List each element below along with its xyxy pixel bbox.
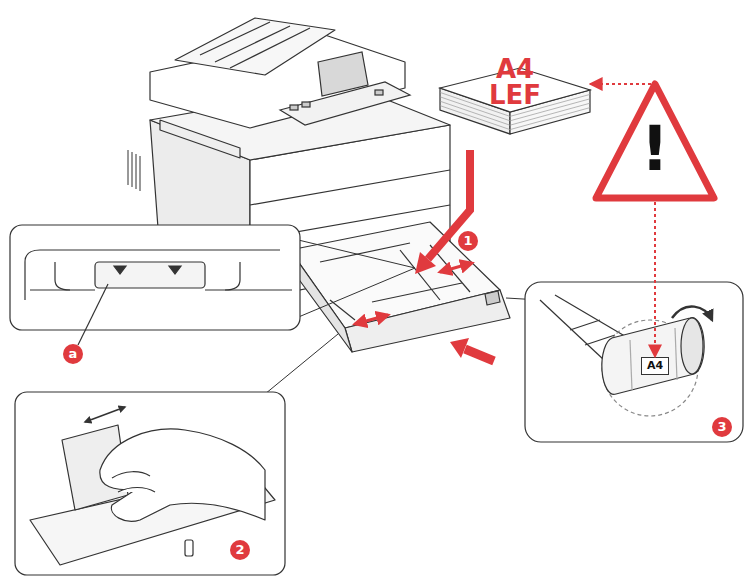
inset-a-part — [169, 266, 181, 274]
inset-3-part — [630, 340, 632, 390]
control-panel-part — [375, 90, 383, 95]
insert-arrow — [415, 150, 470, 274]
inset-2-part — [15, 392, 285, 575]
inset-2-part — [118, 488, 155, 493]
inset-a — [10, 225, 300, 345]
paper-tray — [290, 222, 510, 352]
callout-number: 3 — [712, 417, 732, 437]
paper-sheet-line — [440, 106, 590, 130]
paper-tray-part — [320, 243, 410, 262]
printer-body-part — [140, 156, 141, 191]
inset-a-part — [225, 262, 240, 290]
dial-window — [642, 358, 669, 375]
inset-2 — [15, 392, 285, 575]
callout-number: a — [63, 344, 83, 364]
paper-tray-part — [330, 300, 355, 320]
inset-2-part — [112, 472, 150, 478]
paper-tray-part — [345, 290, 510, 352]
push-arrow-part — [450, 338, 469, 358]
paper-tray-part — [372, 283, 462, 302]
scanner-unit-part — [200, 22, 270, 55]
node-text: A4 LEF — [475, 56, 555, 108]
callout-number: 1 — [458, 231, 478, 251]
inset-3-part — [570, 320, 600, 330]
node-text: A4 — [641, 360, 669, 371]
guide-arrows — [355, 263, 472, 324]
callout-number: 2 — [230, 540, 250, 560]
inset-2-part — [85, 407, 125, 422]
inset-3-part — [675, 328, 677, 380]
paper-tray-part — [485, 291, 500, 305]
inset-2-part — [185, 540, 193, 556]
inset-3-part — [672, 306, 712, 320]
inset-a-part — [114, 266, 126, 274]
dotted-arrow — [590, 83, 651, 85]
scanner-unit-part — [160, 120, 240, 158]
warning-triangle — [596, 84, 714, 198]
scanner-unit-part — [230, 28, 310, 68]
push-arrow-part — [465, 349, 494, 361]
dotted-arrow — [654, 202, 656, 357]
insert-arrow-part — [415, 252, 436, 274]
printer-body-part — [250, 170, 450, 205]
inset-a-part — [95, 262, 205, 288]
scanner-unit-part — [175, 18, 335, 75]
paper-stack: A4 LEF — [440, 50, 590, 145]
guide-arrows-part — [355, 315, 388, 324]
inset-3-part — [681, 318, 703, 374]
inset-3 — [525, 282, 743, 442]
dial-window-box: A4 — [641, 357, 669, 375]
node-text: ! — [625, 118, 685, 180]
inset-a-part — [78, 284, 108, 345]
control-panel — [280, 52, 410, 125]
guide-arrows-part — [440, 263, 472, 272]
inset-2-part — [100, 429, 265, 521]
push-arrow — [450, 338, 494, 361]
control-panel-part — [290, 105, 298, 110]
inset-a-part — [205, 289, 292, 290]
printer-body-part — [128, 150, 129, 185]
inset-a-part — [55, 262, 70, 290]
printer-body-part — [136, 154, 137, 189]
control-panel-part — [302, 102, 310, 107]
control-panel-part — [318, 52, 368, 96]
inset-a-part — [25, 250, 280, 300]
printer-body-part — [132, 152, 133, 187]
leader-line-part — [265, 334, 338, 394]
inset-a-part — [10, 225, 300, 330]
inset-3-part — [525, 282, 743, 442]
printer-body-part — [128, 150, 140, 191]
warning-sign: ! — [592, 80, 718, 202]
inset-3-part — [602, 318, 704, 395]
